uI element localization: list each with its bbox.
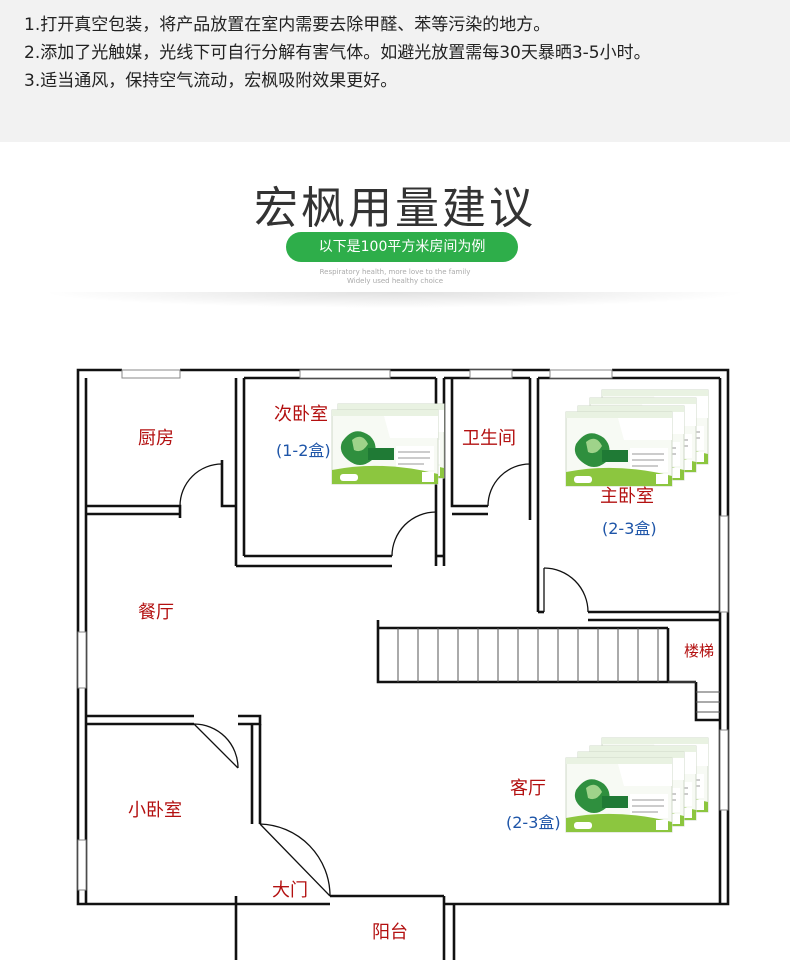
- instruction-line-1: 1.打开真空包装，将产品放置在室内需要去除甲醛、苯等污染的地方。: [24, 15, 551, 35]
- qty-living-room: (2-3盒): [506, 813, 561, 832]
- label-living-room: 客厅: [510, 778, 546, 799]
- product-stack-living-room: [565, 737, 709, 833]
- label-second-bedroom: 次卧室: [274, 404, 328, 425]
- plan-title: 宏枫用量建议: [254, 183, 536, 234]
- label-dining: 餐厅: [138, 602, 174, 623]
- stair-treads: [397, 628, 720, 713]
- tagline-line-2: Widely used healthy choice: [346, 277, 444, 285]
- example-badge: 以下是100平方米房间为例: [286, 232, 518, 262]
- product-stack-master-bedroom: [565, 389, 709, 487]
- label-balcony: 阳台: [372, 922, 408, 943]
- windows: [77, 369, 729, 891]
- instruction-line-3: 3.适当通风，保持空气流动，宏枫吸附效果更好。: [24, 71, 398, 91]
- label-main-door: 大门: [272, 880, 308, 901]
- label-small-bedroom: 小卧室: [128, 800, 182, 821]
- instructions-panel: 1.打开真空包装，将产品放置在室内需要去除甲醛、苯等污染的地方。 2.添加了光触…: [0, 0, 790, 142]
- doors: [179, 463, 589, 897]
- instruction-line-2: 2.添加了光触媒，光线下可自行分解有害气体。如避光放置需每30天暴晒3-5小时。: [24, 43, 651, 63]
- qty-second-bedroom: (1-2盒): [276, 441, 331, 460]
- product-stack-second-bedroom: [331, 403, 445, 485]
- label-bathroom: 卫生间: [462, 428, 516, 449]
- label-kitchen: 厨房: [138, 428, 174, 449]
- label-master-bedroom: 主卧室: [600, 486, 654, 507]
- tagline-line-1: Respiratory health, more love to the fam…: [319, 268, 471, 276]
- divider-shadow: [40, 292, 750, 308]
- label-stairs: 楼梯: [684, 642, 714, 660]
- qty-master-bedroom: (2-3盒): [602, 519, 657, 538]
